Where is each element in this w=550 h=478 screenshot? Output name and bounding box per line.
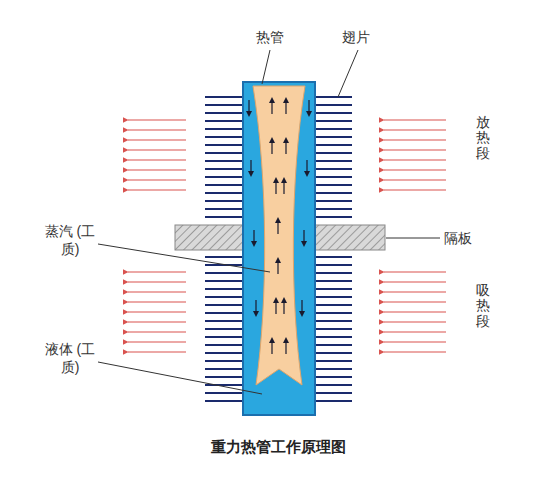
part-label: 隔板 — [444, 229, 472, 247]
label-box: 吸热段 — [476, 283, 490, 329]
leader-lines — [98, 50, 440, 394]
part-label: 液体 (工质) — [42, 340, 98, 376]
part-label: 翅片 — [342, 28, 370, 46]
label-box: 液体 (工质) — [42, 340, 98, 376]
caption: 重力热管工作原理图 — [211, 437, 346, 457]
part-label: 蒸汽 (工质) — [42, 222, 98, 258]
label-box: 热管 — [256, 28, 284, 46]
label-box: 蒸汽 (工质) — [42, 222, 98, 258]
label-box: 隔板 — [444, 229, 472, 247]
flow-arrows — [249, 100, 309, 354]
part-label: 放热段 — [476, 115, 490, 161]
pipe-liquid — [243, 82, 315, 415]
part-label: 吸热段 — [476, 283, 490, 329]
label-box: 放热段 — [476, 115, 490, 161]
vapor-core — [253, 86, 305, 385]
part-label: 热管 — [256, 28, 284, 46]
label-box: 翅片 — [342, 28, 370, 46]
caption-box: 重力热管工作原理图 — [211, 437, 346, 457]
